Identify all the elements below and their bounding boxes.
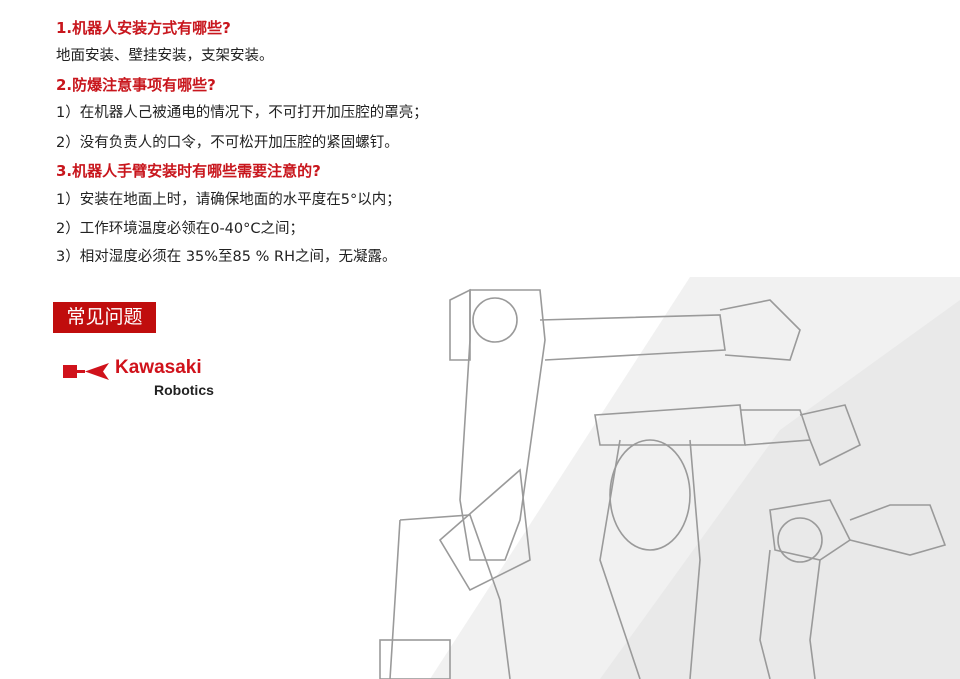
faq-answer: 2）没有负责人的口令，不可松开加压腔的紧固螺钉。 <box>56 135 399 151</box>
faq-answer: 2）工作环境温度必领在0-40°C之间； <box>56 221 305 237</box>
faq-answer: 1）安装在地面上时，请确保地面的水平度在5°以内； <box>56 192 401 208</box>
kawasaki-robotics-logo: Kawasaki Robotics <box>62 357 222 400</box>
faq-answer: 1）在机器人己被通电的情况下，不可打开加压腔的罩亮； <box>56 105 428 121</box>
faq-question-2: 2.防爆注意事项有哪些? <box>56 76 216 94</box>
faq-question-3: 3.机器人手臂安装时有哪些需要注意的? <box>56 162 321 180</box>
kawasaki-mark-icon <box>63 363 109 380</box>
faq-answer: 地面安装、壁挂安装，支架安装。 <box>56 48 274 64</box>
faq-question-1: 1.机器人安装方式有哪些? <box>56 19 231 37</box>
logo-sub: Robotics <box>154 382 214 398</box>
section-label: 常见问题 <box>53 302 156 333</box>
faq-answer: 3）相对湿度必须在 35%至85 % RH之间，无凝露。 <box>56 249 397 265</box>
logo-brand: Kawasaki <box>115 357 202 378</box>
